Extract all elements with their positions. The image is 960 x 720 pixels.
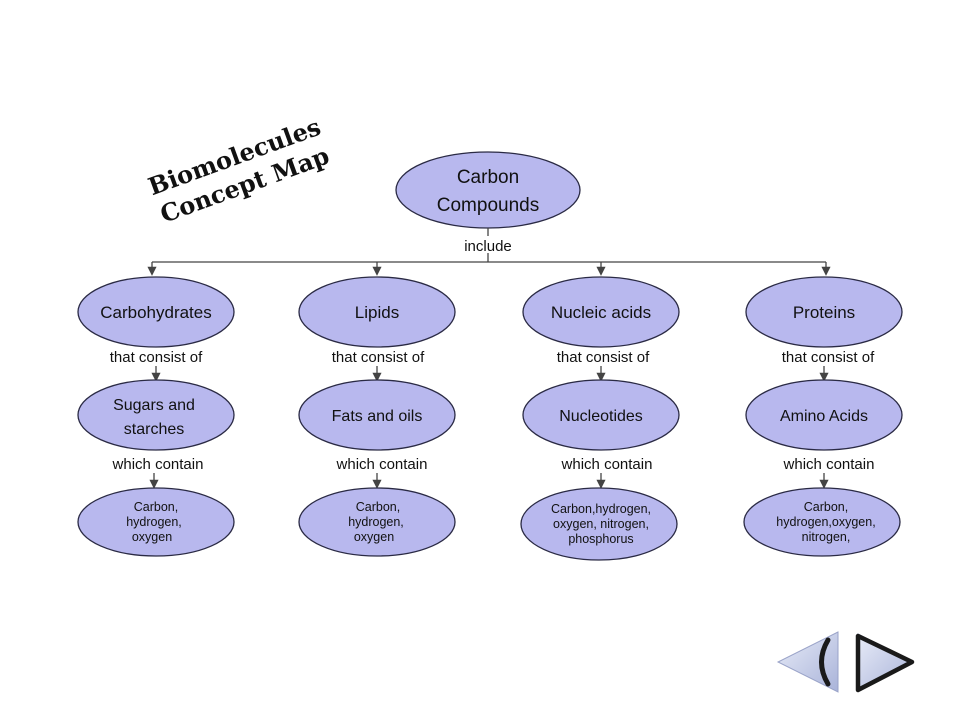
link-label: which contain bbox=[783, 456, 875, 473]
map-title: Biomolecules Concept Map bbox=[144, 112, 333, 229]
root-connector bbox=[152, 228, 826, 263]
link-label: that consist of bbox=[110, 349, 203, 366]
column-lipids: Lipids that consist of Fats and oils whi… bbox=[298, 262, 456, 557]
column-carbohydrates: Carbohydrates that consist of Sugars and… bbox=[77, 262, 235, 557]
link-label: that consist of bbox=[332, 349, 425, 366]
link-label: which contain bbox=[112, 456, 204, 473]
element-line-2: oxygen, nitrogen, bbox=[553, 517, 649, 531]
column-proteins: Proteins that consist of Amino Acids whi… bbox=[743, 262, 903, 557]
category-node-label: Lipids bbox=[355, 303, 399, 322]
link-label: that consist of bbox=[557, 349, 650, 366]
root-link-label: include bbox=[464, 238, 512, 255]
category-node-label: Nucleic acids bbox=[551, 303, 651, 322]
category-node-label: Proteins bbox=[793, 303, 855, 322]
element-line-2: hydrogen, bbox=[348, 515, 404, 529]
element-line-3: oxygen bbox=[354, 530, 394, 544]
element-line-3: phosphorus bbox=[568, 532, 633, 546]
element-line-3: nitrogen, bbox=[802, 530, 851, 544]
unit-node-label: Nucleotides bbox=[559, 408, 643, 425]
root-line-1: Carbon bbox=[457, 167, 519, 188]
root-node: Carbon Compounds bbox=[395, 151, 581, 229]
forward-arrow-icon bbox=[855, 633, 915, 693]
back-arrow-icon bbox=[776, 631, 839, 693]
element-line-1: Carbon, bbox=[356, 500, 400, 514]
link-label: which contain bbox=[336, 456, 428, 473]
element-line-1: Carbon, bbox=[134, 500, 178, 514]
category-node-label: Carbohydrates bbox=[100, 303, 212, 322]
root-line-2: Compounds bbox=[437, 195, 539, 216]
unit-node-line-1: Sugars and bbox=[113, 397, 195, 414]
element-line-2: hydrogen, bbox=[126, 515, 182, 529]
link-label: that consist of bbox=[782, 349, 875, 366]
forward-button[interactable] bbox=[855, 633, 915, 693]
column-nucleic-acids: Nucleic acids that consist of Nucleotide… bbox=[520, 262, 680, 561]
back-button[interactable] bbox=[776, 631, 839, 693]
unit-node-label: Fats and oils bbox=[332, 408, 423, 425]
element-line-3: oxygen bbox=[132, 530, 172, 544]
element-line-2: hydrogen,oxygen, bbox=[776, 515, 875, 529]
link-label: which contain bbox=[561, 456, 653, 473]
unit-node-line-2: starches bbox=[124, 421, 184, 438]
unit-node-label: Amino Acids bbox=[780, 408, 868, 425]
element-line-1: Carbon,hydrogen, bbox=[551, 502, 651, 516]
element-line-1: Carbon, bbox=[804, 500, 848, 514]
